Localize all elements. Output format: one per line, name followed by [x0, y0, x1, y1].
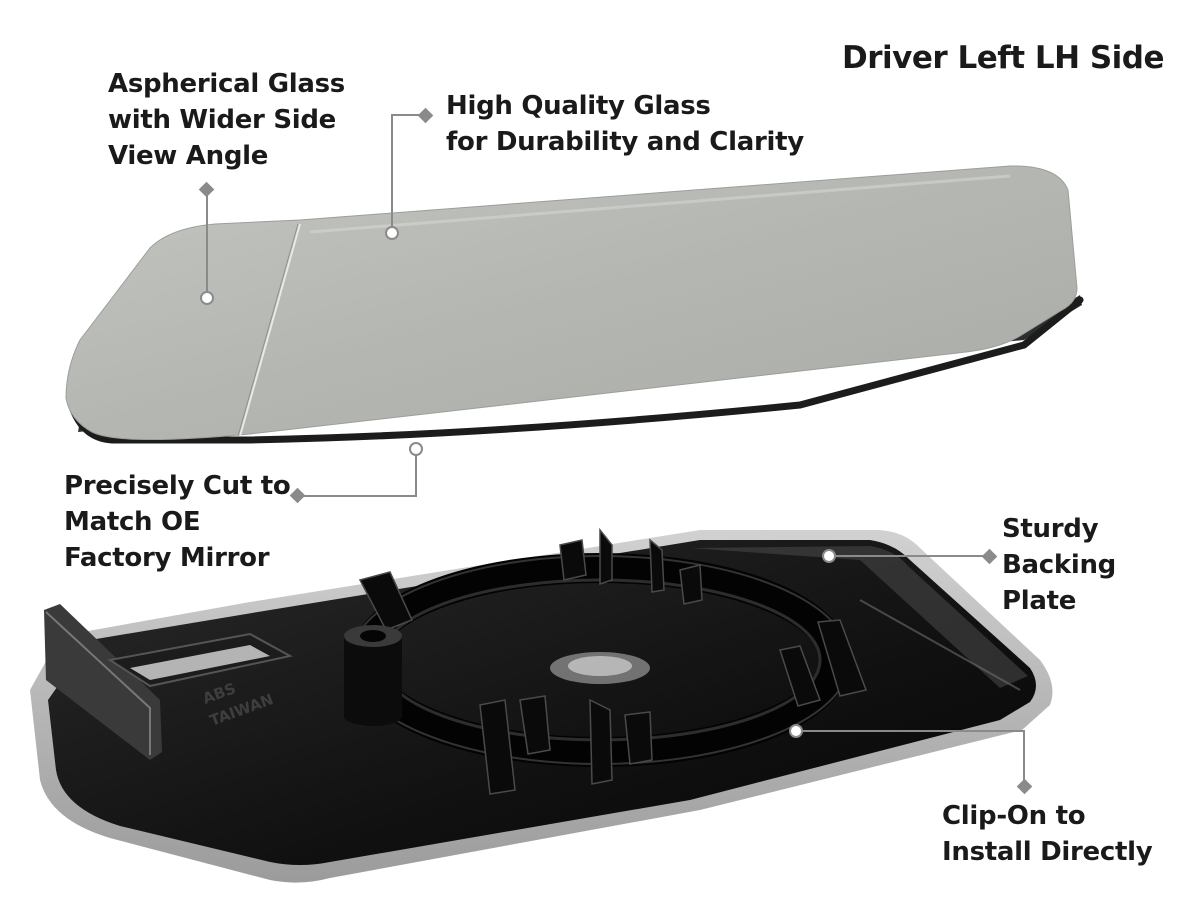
leader-precisely-cut: [289, 442, 423, 504]
callout-precisely-cut-line-1: Precisely Cut to: [64, 471, 291, 501]
callout-high-quality-line-2: for Durability and Clarity: [446, 127, 804, 157]
plate-tab: [44, 604, 162, 760]
callout-precisely-cut-line-3: Factory Mirror: [64, 543, 270, 573]
clip-tabs: [358, 527, 868, 795]
callout-clip-on-line-2: Install Directly: [942, 837, 1153, 867]
callout-sturdy-line-2: Backing: [1002, 550, 1116, 580]
leader-sturdy: [822, 548, 998, 565]
molded-text: ABS TAIWAN: [200, 679, 275, 729]
callout-sturdy-backing-plate: Sturdy Backing Plate: [1002, 511, 1116, 619]
callout-aspherical-line-1: Aspherical Glass: [108, 69, 345, 99]
callout-high-quality-line-1: High Quality Glass: [446, 91, 711, 121]
backing-plate: ABS TAIWAN: [30, 527, 1053, 883]
callout-precisely-cut-line-2: Match OE: [64, 507, 201, 537]
leader-aspherical: [198, 181, 215, 305]
callout-aspherical-line-3: View Angle: [108, 141, 269, 171]
mirror-glass: [65, 165, 1084, 444]
callout-aspherical-line-2: with Wider Side: [108, 105, 337, 135]
callout-sturdy-line-1: Sturdy: [1002, 514, 1099, 544]
glass-face: [65, 165, 1078, 441]
callout-clip-on-line-1: Clip-On to: [942, 801, 1086, 831]
callout-high-quality-glass: High Quality Glass for Durability and Cl…: [446, 88, 804, 160]
leader-clip-on: [789, 724, 1033, 795]
callout-sturdy-line-3: Plate: [1002, 586, 1077, 616]
callout-precisely-cut: Precisely Cut to Match OE Factory Mirror: [64, 468, 291, 576]
callout-clip-on: Clip-On to Install Directly: [942, 798, 1153, 870]
callout-aspherical-glass: Aspherical Glass with Wider Side View An…: [108, 66, 345, 174]
mounting-post: [344, 625, 402, 726]
page-title: Driver Left LH Side: [842, 40, 1165, 76]
aspherical-divider-line: [239, 223, 301, 437]
